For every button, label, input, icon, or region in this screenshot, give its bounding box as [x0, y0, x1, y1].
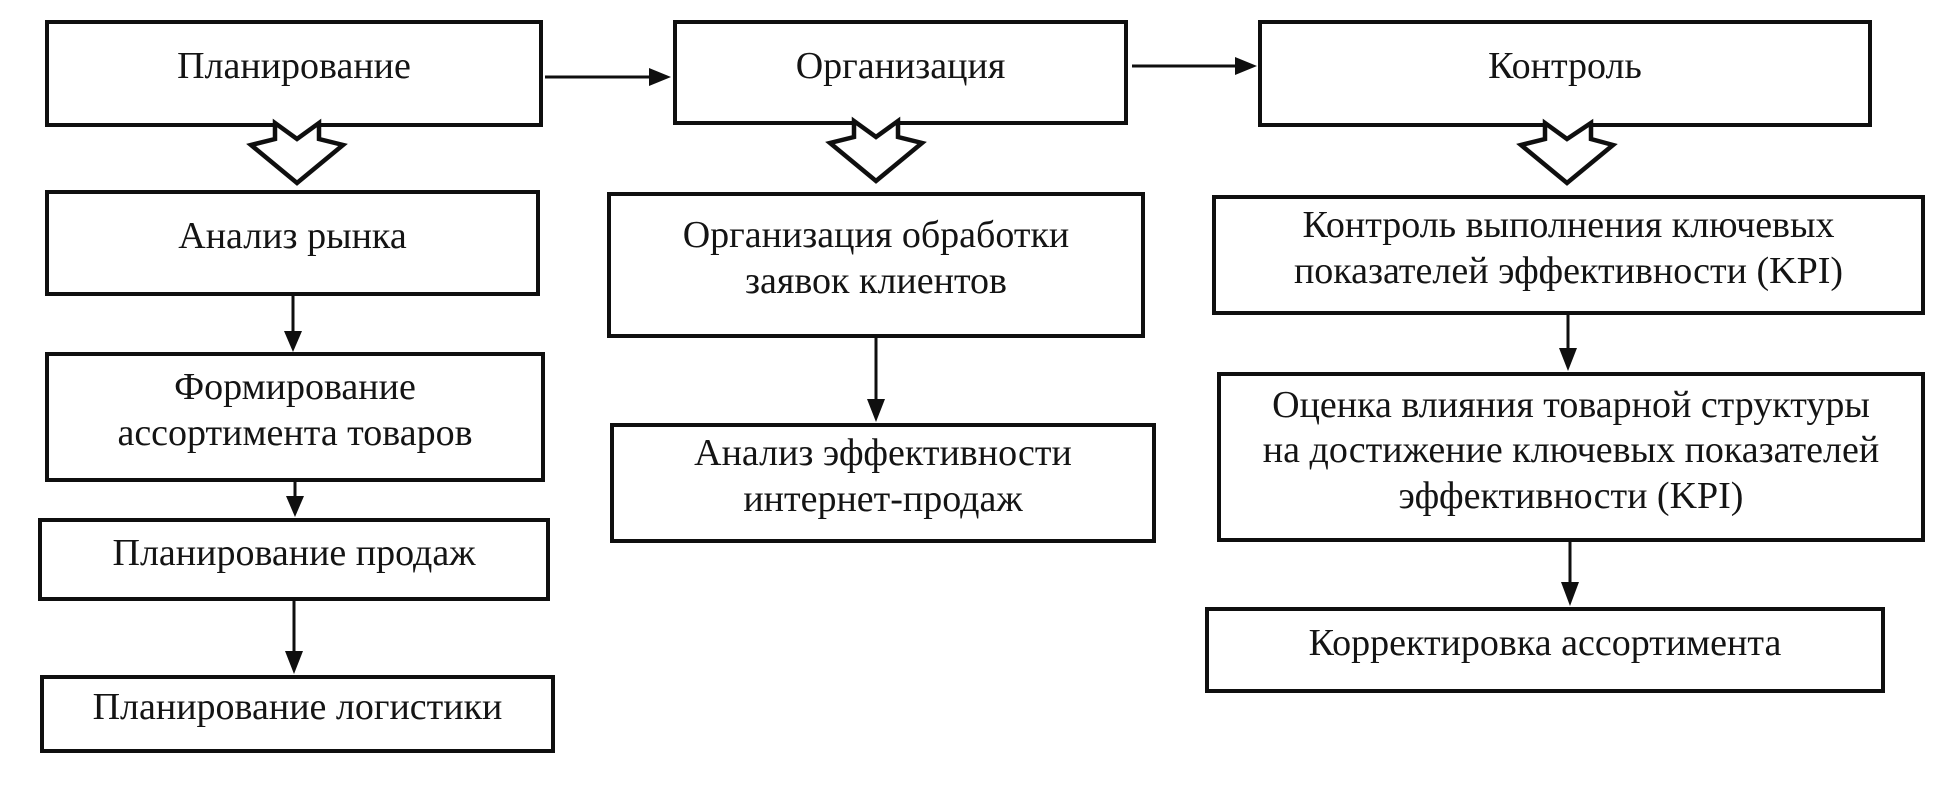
arrow-sales-planning-to-logistics-planning — [285, 601, 303, 674]
node-control: Контроль — [1258, 20, 1872, 127]
arrow-assortment-formation-to-sales-planning — [286, 482, 304, 517]
node-order-processing: Организация обработки заявок клиентов — [607, 192, 1145, 338]
node-online-sales-analysis: Анализ эффективности интернет-продаж — [610, 423, 1156, 543]
node-assortment-formation: Формирование ассортимента товаров — [45, 352, 545, 482]
arrow-market-analysis-to-assortment-formation — [284, 296, 302, 352]
node-organization: Организация — [673, 20, 1128, 125]
arrow-order-processing-to-online-sales-analysis — [867, 338, 885, 422]
node-kpi-impact-assessment: Оценка влияния товарной структуры на дос… — [1217, 372, 1925, 542]
node-kpi-control: Контроль выполнения ключевых показателей… — [1212, 195, 1925, 315]
block-arrow-control-down — [1516, 118, 1618, 186]
arrow-planning-to-organization — [545, 68, 671, 86]
arrow-kpi-control-to-kpi-impact — [1559, 315, 1577, 371]
block-arrow-organization-down — [825, 116, 927, 184]
node-planning: Планирование — [45, 20, 543, 127]
arrow-kpi-impact-to-assortment-adjustment — [1561, 542, 1579, 606]
node-sales-planning: Планирование продаж — [38, 518, 550, 601]
arrow-organization-to-control — [1132, 57, 1257, 75]
node-logistics-planning: Планирование логистики — [40, 675, 555, 753]
block-arrow-planning-down — [246, 118, 348, 186]
node-assortment-adjustment: Корректировка ассортимента — [1205, 607, 1885, 693]
node-market-analysis: Анализ рынка — [45, 190, 540, 296]
